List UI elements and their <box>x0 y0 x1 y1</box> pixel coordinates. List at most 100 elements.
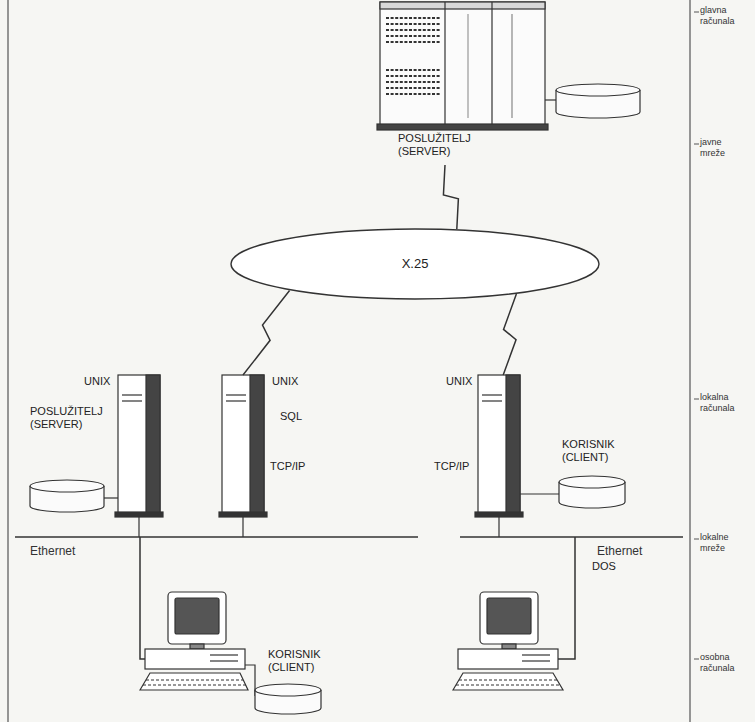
node-label: TCP/IP <box>434 460 476 473</box>
personal-computer-left <box>140 592 248 690</box>
mainframe-panel-dots-part <box>386 93 440 95</box>
mainframe-cabinet-part <box>491 2 492 124</box>
tower-computer-left-part <box>122 400 142 401</box>
tower-computer-middle-part <box>222 375 264 513</box>
personal-computer: DOS <box>455 590 565 690</box>
personal-computer-left-part <box>168 592 226 644</box>
mainframe-cabinet-part <box>377 124 548 130</box>
side-ticks <box>694 12 699 659</box>
tower-computer-left-part <box>122 394 142 395</box>
node-label: UNIX <box>446 375 476 388</box>
tower-computer-middle-part <box>250 375 264 513</box>
tower-computer-left-part <box>115 512 163 517</box>
lightning-line <box>243 290 290 375</box>
ethernet-line-part <box>15 536 418 538</box>
personal-computer: KORISNIK (CLIENT) <box>140 590 248 690</box>
mainframe-cabinet-part <box>511 14 512 118</box>
personal-computer-left-part <box>190 644 204 649</box>
network-ellipse: X.25 <box>230 228 600 300</box>
mainframe-panel-dots-part <box>386 17 440 19</box>
personal-computer-left-part <box>210 654 238 655</box>
tower-computer-middle-part <box>242 517 243 537</box>
ellipse-shape <box>231 229 599 299</box>
tower-computer-right <box>475 375 523 537</box>
level-label: osobna računala <box>700 652 744 674</box>
personal-computer-right-part <box>502 644 516 649</box>
disk-left-part <box>30 480 104 492</box>
node-label: DOS <box>592 560 632 573</box>
node-label: TCP/IP <box>270 460 320 473</box>
personal-computer-right-part <box>522 660 550 661</box>
network-link <box>443 165 458 229</box>
side-ticks-part <box>694 12 699 13</box>
ethernet-line-part <box>140 537 145 659</box>
node-label: UNIX <box>84 375 116 388</box>
tower-computer-middle-part <box>226 400 246 401</box>
tower-computer-right-part <box>482 400 502 401</box>
tower-computer: UNIXPOSLUŽITELJ (SERVER) <box>118 375 160 515</box>
network-link <box>243 290 290 375</box>
mainframe-server: POSLUŽITELJ (SERVER) <box>375 0 550 165</box>
mainframe-cabinet-part <box>380 2 545 126</box>
node-label: KORISNIK (CLIENT) <box>268 648 358 674</box>
side-ticks-part <box>694 144 699 145</box>
personal-computer-left-part <box>143 684 246 685</box>
tower-computer-right-part <box>478 375 520 513</box>
level-label: lokalna računala <box>700 392 744 414</box>
personal-computer-right-part <box>522 654 550 655</box>
tower-computer-right-part <box>475 512 523 517</box>
page-frame <box>8 0 690 722</box>
tower-computer: UNIXTCP/IPKORISNIK (CLIENT) <box>478 375 520 515</box>
tower-computer-left-part <box>146 375 160 513</box>
mainframe-disk-part <box>545 99 556 100</box>
node-label: KORISNIK (CLIENT) <box>562 438 646 464</box>
node-label: POSLUŽITELJ (SERVER) <box>30 405 114 431</box>
disk-right <box>520 476 625 508</box>
mainframe-panel-dots-part <box>386 23 440 25</box>
mainframe-cabinet-part <box>444 2 445 124</box>
node-label: UNIX <box>272 375 312 388</box>
ethernet-line <box>15 537 683 659</box>
disk-right-part <box>520 493 559 494</box>
disk-left <box>30 480 118 512</box>
mainframe-panel-dots <box>386 18 440 94</box>
personal-computer-left-part <box>145 649 245 669</box>
personal-computer-left-part <box>175 598 219 634</box>
disk-right-part <box>559 476 625 488</box>
tower-computer-middle-part <box>226 394 246 395</box>
lightning-line <box>503 294 516 375</box>
ethernet-line-part <box>460 536 683 538</box>
personal-computer-right <box>453 592 563 690</box>
tower-computer-right-part <box>498 517 499 537</box>
tower-computer-right-part <box>506 375 520 513</box>
mainframe-panel-dots-part <box>386 87 440 89</box>
side-ticks-part <box>694 539 699 540</box>
network-link <box>503 294 516 375</box>
personal-computer-right-part <box>459 679 558 680</box>
node-label: SQL <box>280 410 316 423</box>
mainframe-panel-dots-part <box>386 35 440 37</box>
mainframe-cabinet-part <box>467 14 468 118</box>
level-label: lokalne mreže <box>700 532 744 554</box>
personal-computer-left-part <box>146 679 243 680</box>
lightning-line <box>443 165 458 229</box>
personal-computer-left-part <box>140 673 248 690</box>
tower-computer-middle-part <box>219 512 267 517</box>
page-frame-part <box>689 0 690 722</box>
mainframe-panel-dots-part <box>386 41 440 43</box>
mainframe-cabinet <box>377 2 548 130</box>
page-frame-part <box>7 0 8 722</box>
mainframe-disk-part <box>556 84 640 96</box>
mainframe-panel-dots-part <box>386 75 440 77</box>
tower-computer-left <box>115 375 163 537</box>
tower-computer-middle <box>219 375 267 537</box>
disk-pc-left-part <box>255 684 321 696</box>
side-ticks-part <box>694 399 699 400</box>
tower-computer-left-part <box>138 517 139 537</box>
ethernet-line-part <box>558 537 575 659</box>
personal-computer-right-part <box>487 598 531 634</box>
side-ticks-part <box>694 659 699 660</box>
network-label: Ethernet <box>30 544 90 558</box>
